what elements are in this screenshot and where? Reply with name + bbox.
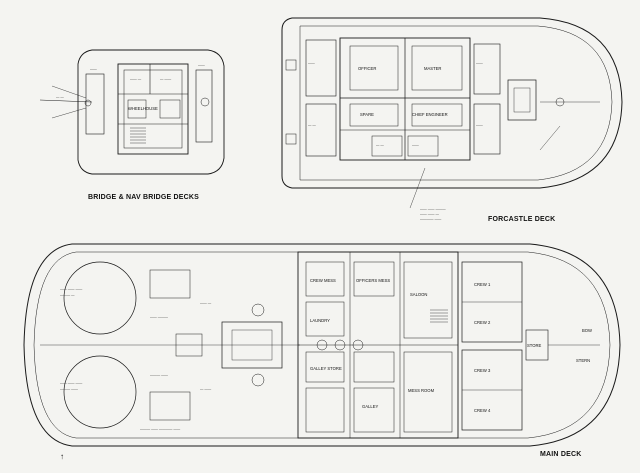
svg-text:— —: — — — [308, 123, 316, 127]
forecastle-minor-labels: —— — — —— —— — — —— —— —— ————— —— — ———— —… — [308, 61, 483, 221]
svg-text:——: —— — [476, 61, 483, 65]
svg-text:—— —: —— — — [130, 77, 142, 81]
svg-text:— —: — — — [56, 95, 64, 99]
svg-text:——: —— — [308, 61, 315, 65]
forecastle-deck-title: FORCASTLE DECK — [488, 216, 556, 223]
north-arrow-icon: ↑ — [60, 452, 64, 461]
svg-text:——: —— — [476, 123, 483, 127]
bridge-minor-labels: —— —— —— ———— — — — [56, 63, 205, 99]
crew-4-label: CREW 4 — [474, 408, 491, 413]
crew-1-label: CREW 1 — [474, 282, 491, 287]
svg-text:—— —: —— — — [200, 301, 212, 305]
bow-label: BOW — [582, 328, 592, 333]
crew-3-label: CREW 3 — [474, 368, 491, 373]
svg-text:——— ——: ——— —— — [60, 387, 79, 391]
main-deck-minor-labels: —— —— ————— — —— —— ————— —— —— —————— —… — [60, 287, 212, 431]
main-deck-title: MAIN DECK — [540, 451, 582, 458]
spare-label: SPARE — [360, 112, 374, 117]
stern-label: STERN — [576, 358, 590, 363]
svg-text:—— —— ——: —— —— —— — [60, 381, 83, 385]
svg-text:— ——: — —— — [160, 77, 172, 81]
store-label: STORE — [527, 343, 542, 348]
svg-text:—— ———: —— ——— — [150, 315, 169, 319]
wheelhouse-label: WHEELHOUSE — [128, 106, 158, 111]
crew-2-label: CREW 2 — [474, 320, 491, 325]
mess-room-label: MESS ROOM — [408, 388, 435, 393]
svg-text:——— —— ———— ——: ——— —— ———— —— — [140, 427, 181, 431]
bridge-deck-title: BRIDGE & NAV BRIDGE DECKS — [88, 194, 200, 201]
svg-text:——: —— — [198, 63, 205, 67]
chief-engineer-label: CHIEF ENGINEER — [412, 112, 448, 117]
svg-text:——: —— — [412, 143, 419, 147]
svg-text:——— ——: ——— —— — [150, 373, 169, 377]
svg-text:—— —— ———: —— —— ——— — [420, 207, 446, 211]
officer-label: OFFICER — [358, 66, 376, 71]
svg-text:——— —: ——— — — [60, 293, 75, 297]
forecastle-deck-plan — [281, 17, 623, 209]
main-deck-plan — [23, 243, 621, 447]
officers-mess-label: OFFICERS MESS — [356, 278, 390, 283]
galley-label: GALLEY — [362, 404, 379, 409]
svg-text:— —: — — — [376, 143, 384, 147]
saloon-label: SALOON — [410, 292, 427, 297]
galley-store-label: GALLEY STORE — [310, 366, 342, 371]
svg-text:——: —— — [90, 67, 97, 71]
laundry-label: LAUNDRY — [310, 318, 330, 323]
crew-mess-label: CREW MESS — [310, 278, 336, 283]
bridge-deck-plan — [39, 49, 225, 175]
svg-text:—— —— —: —— —— — — [420, 212, 439, 216]
svg-text:———— ——: ———— —— — [420, 217, 442, 221]
master-label: MASTER — [424, 66, 441, 71]
svg-text:— ——: — —— — [200, 387, 212, 391]
svg-text:—— —— ——: —— —— —— — [60, 287, 83, 291]
